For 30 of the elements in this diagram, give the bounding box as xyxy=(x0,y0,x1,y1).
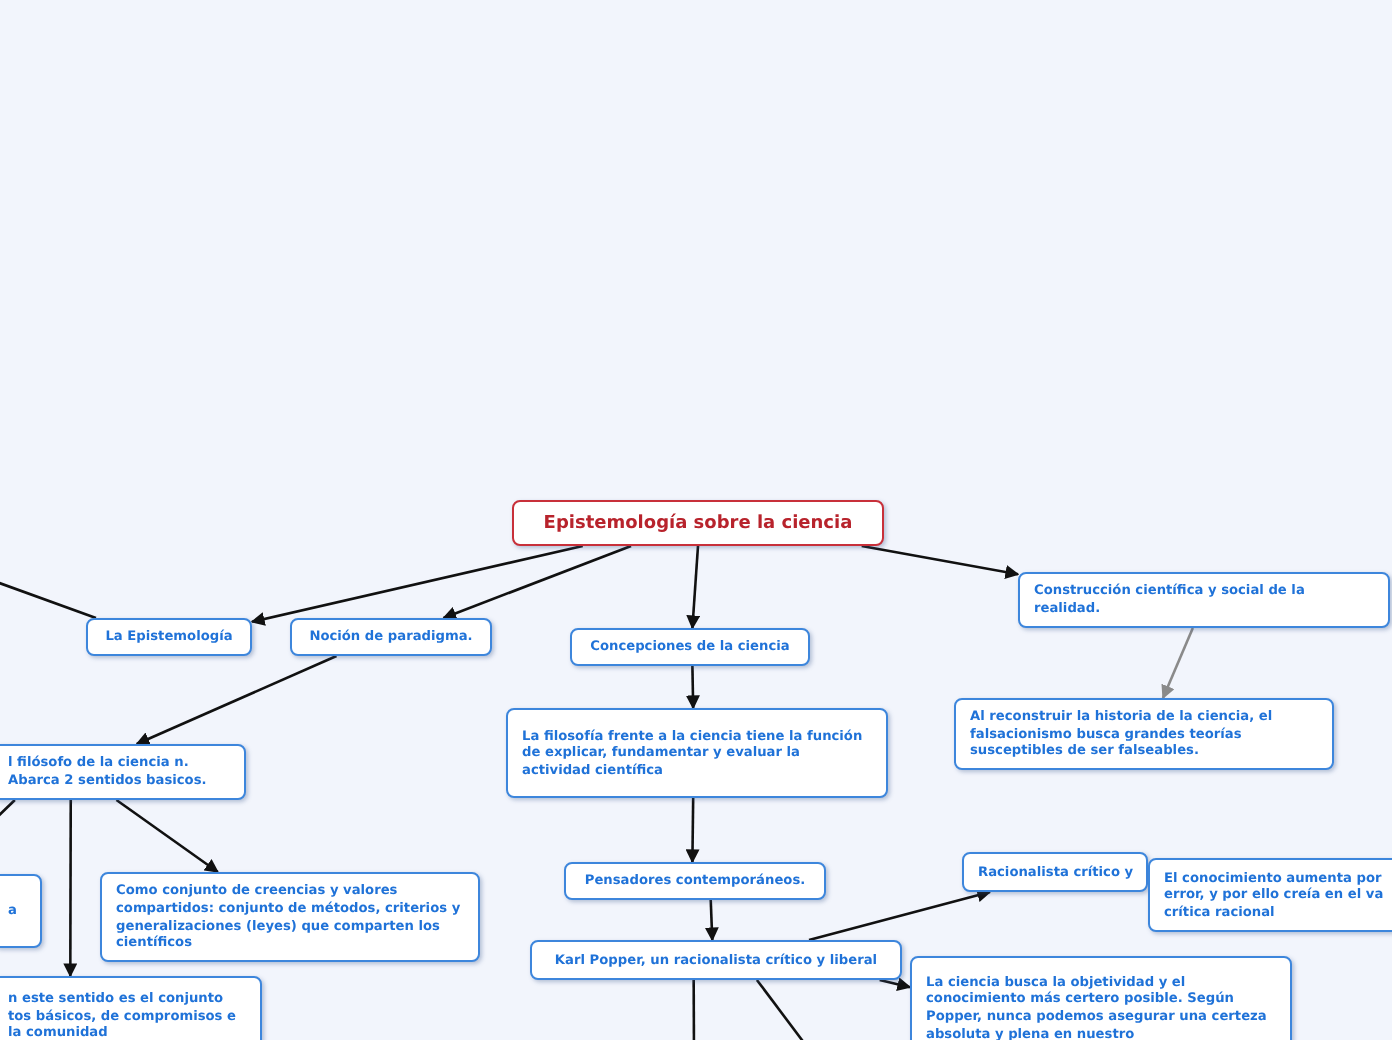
connector-arrow xyxy=(808,888,992,942)
topic-box xyxy=(530,940,902,980)
connector-arrow xyxy=(686,545,701,630)
connector-arrow xyxy=(1161,627,1195,700)
topic-box xyxy=(506,708,888,798)
topic-title: Epistemología sobre la ciencia xyxy=(543,511,853,535)
topic-box xyxy=(570,628,810,666)
connector-arrow xyxy=(685,798,700,864)
connector-arrow xyxy=(685,665,700,710)
topic-box xyxy=(0,976,262,1040)
topic-box xyxy=(0,744,246,800)
connector-arrow xyxy=(250,544,583,626)
topic-box xyxy=(0,874,42,948)
connector-arrow xyxy=(135,654,337,746)
topic-box xyxy=(910,956,1292,1040)
topic-box xyxy=(100,872,480,962)
connector-arrow xyxy=(63,800,78,978)
central-topic-box xyxy=(512,500,884,546)
topic-box xyxy=(1148,858,1392,932)
topic-box xyxy=(290,618,492,656)
connector-arrow xyxy=(704,899,719,942)
topic-box xyxy=(86,618,252,656)
connector-arrow xyxy=(115,798,219,874)
topic-box xyxy=(1018,572,1390,628)
topic-box xyxy=(954,698,1334,770)
connector-arrow xyxy=(879,977,912,992)
connector-arrow xyxy=(861,544,1020,579)
topic-box xyxy=(564,862,826,900)
connector-arrow xyxy=(442,544,632,620)
topic-box xyxy=(962,852,1148,892)
